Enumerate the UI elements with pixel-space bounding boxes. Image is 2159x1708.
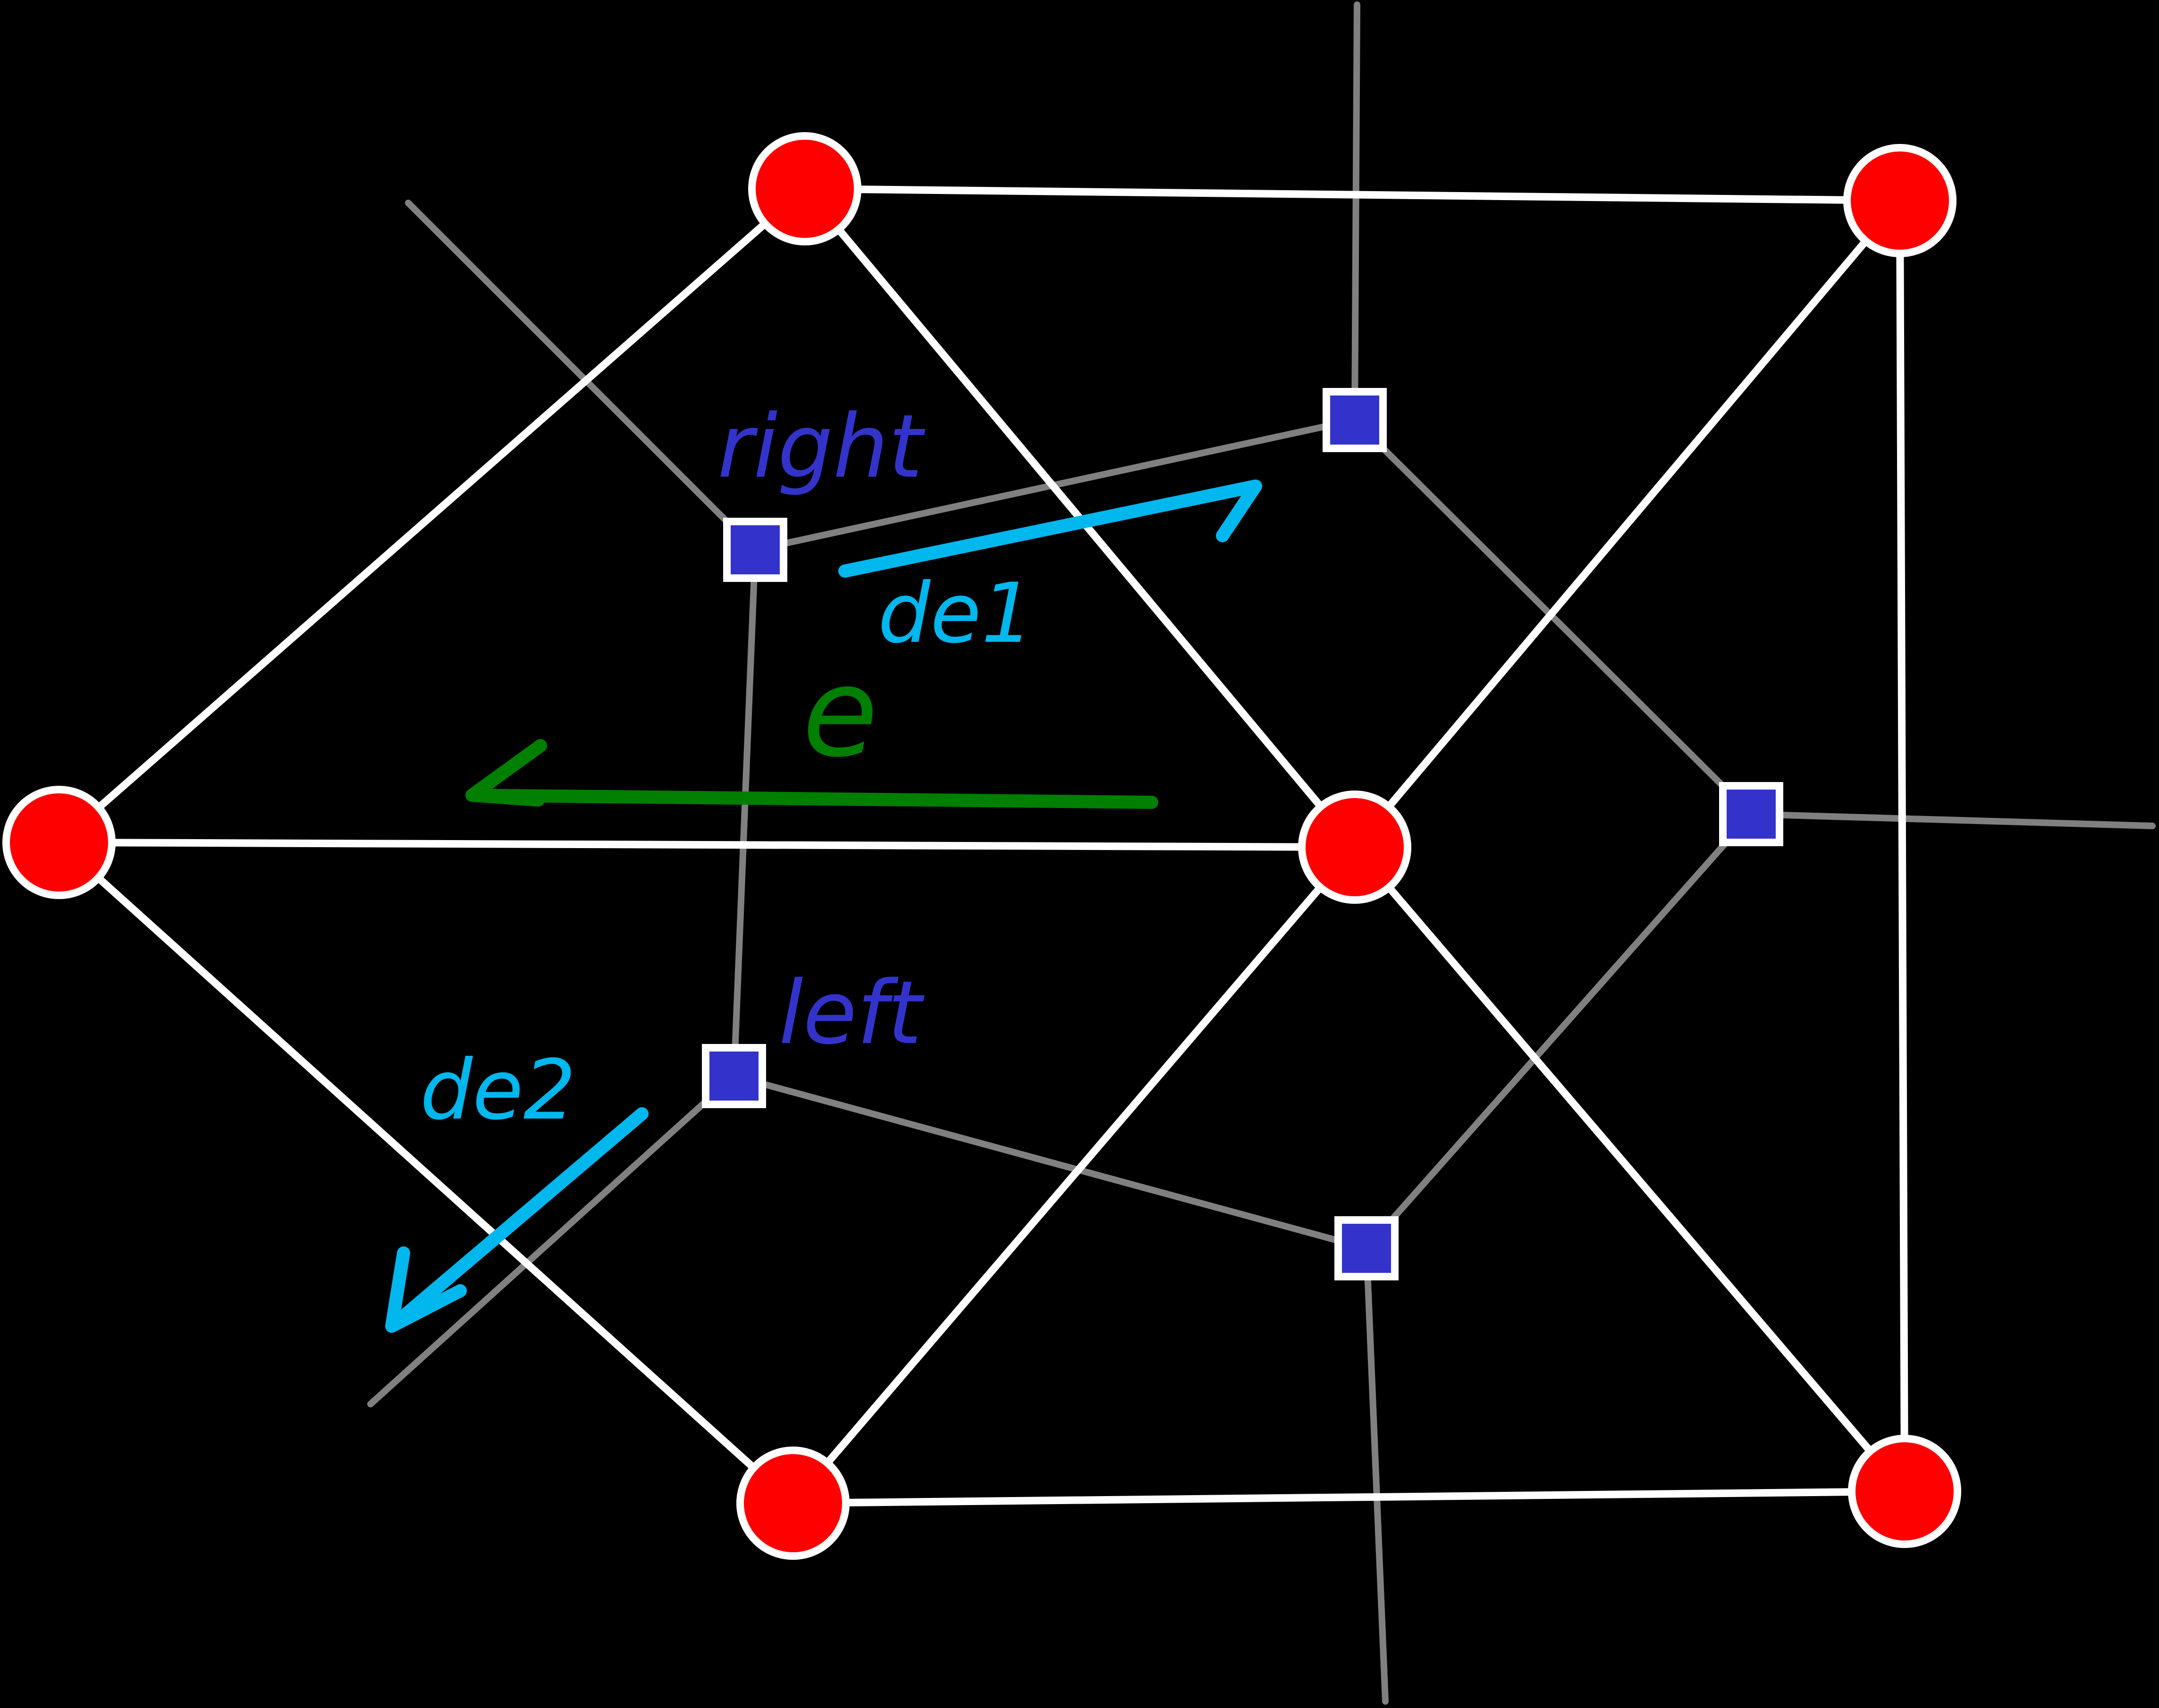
- delaunay-edge: [55, 839, 797, 1507]
- e-arrow: [465, 739, 1158, 809]
- voronoi-vertex: [1334, 1216, 1399, 1280]
- voronoi-edge: [1748, 811, 2156, 829]
- delaunay-edge: [1351, 843, 1908, 1495]
- voronoi-edges: [367, 1, 2156, 1705]
- label-de1: de1: [878, 566, 1034, 662]
- voronoi-edge: [1351, 1, 1360, 423]
- site: [1843, 144, 1957, 257]
- de1-arrow: [838, 480, 1262, 578]
- dual-edge-arrows: [385, 480, 1262, 1333]
- delaunay-sites: [2, 132, 1961, 1560]
- voronoi-vertex: [1323, 388, 1387, 452]
- delaunay-edge: [55, 839, 1358, 851]
- primal-edge-arrow: [465, 739, 1158, 809]
- site: [748, 132, 861, 245]
- delaunay-edge: [1896, 197, 1908, 1495]
- voronoi-vertex-right: [723, 518, 787, 582]
- site: [1848, 1435, 1961, 1548]
- delaunay-edge: [801, 185, 1904, 204]
- site: [1298, 791, 1411, 904]
- voronoi-edge: [1363, 811, 1754, 1252]
- de2-arrow: [385, 1107, 649, 1333]
- voronoi-edge: [367, 1073, 737, 1407]
- label-left: left: [779, 962, 925, 1064]
- voronoi-edge: [405, 200, 759, 553]
- site: [2, 786, 116, 899]
- delaunay-edges: [55, 185, 1908, 1507]
- label-e: e: [802, 642, 878, 784]
- label-right: right: [717, 395, 926, 497]
- site: [736, 1447, 850, 1560]
- voronoi-edge: [731, 547, 759, 1079]
- delaunay-edge: [1351, 197, 1904, 851]
- labels: right left de1 de2 e: [420, 395, 1034, 1138]
- voronoi-edge: [731, 1073, 1370, 1252]
- voronoi-vertex-left: [702, 1044, 766, 1108]
- label-de2: de2: [420, 1043, 576, 1138]
- delaunay-edge: [789, 1488, 1908, 1507]
- delaunay-edge: [789, 843, 1358, 1507]
- voronoi-edge: [1363, 1245, 1389, 1705]
- delaunay-edge: [55, 185, 809, 846]
- voronoi-vertices: [702, 388, 1783, 1280]
- voronoi-vertex: [1719, 782, 1783, 846]
